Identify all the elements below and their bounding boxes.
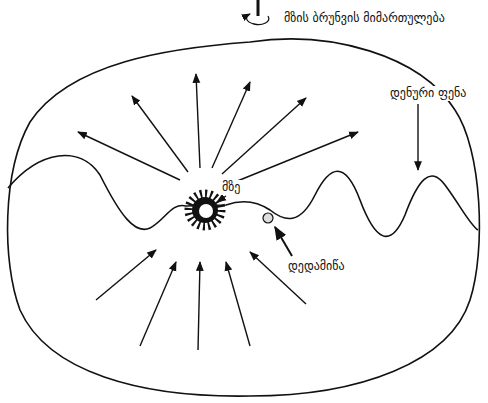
annotation-label: დენური ფენა — [388, 86, 468, 101]
rotation-arrow — [247, 14, 269, 25]
disk-layer — [8, 156, 478, 237]
outflow-arrows — [78, 74, 358, 184]
annotation-label: მზე — [220, 180, 242, 195]
cloud-outline — [8, 39, 480, 396]
annotation-label: დედამიწა — [286, 259, 347, 274]
earth-symbol — [263, 213, 273, 223]
sun-symbol — [189, 194, 221, 226]
leader-arrow — [217, 196, 226, 202]
leader-arrow — [417, 104, 418, 170]
inflow-arrows — [96, 250, 306, 350]
annotation-label: მზის ბრუნვის მიმართულება — [282, 11, 447, 26]
leader-arrow — [275, 227, 292, 256]
rotation-axis — [257, 0, 260, 16]
